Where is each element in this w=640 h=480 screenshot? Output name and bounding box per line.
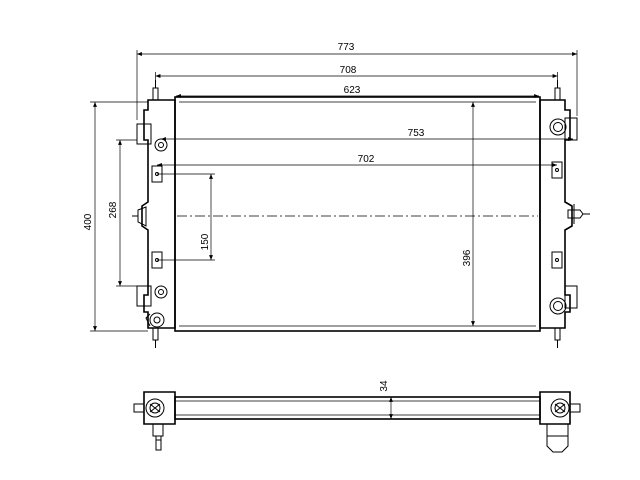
- dim-34: 34: [379, 380, 390, 392]
- dim-396: 396: [462, 249, 473, 266]
- front-view: [132, 80, 590, 348]
- left-tank-end: [143, 391, 176, 425]
- right-lower-bracket: [564, 285, 578, 309]
- left-lower-mount: [154, 285, 168, 299]
- dimension-labels: 773 708 623 753 702 400 268 150 396 34: [83, 42, 473, 392]
- right-tank-end: [539, 391, 571, 425]
- right-upper-port: [549, 118, 567, 136]
- right-filler-neck: [567, 209, 584, 219]
- right-upper-bracket: [564, 117, 578, 141]
- left-upper-bracket: [136, 123, 152, 145]
- dim-150: 150: [200, 233, 211, 250]
- dimension-lines: [90, 50, 578, 332]
- dim-268: 268: [108, 201, 119, 218]
- dim-702: 702: [358, 154, 375, 165]
- right-tank: [539, 99, 573, 329]
- dim-708: 708: [340, 65, 357, 76]
- left-outlet: [149, 312, 165, 328]
- dim-623: 623: [344, 85, 361, 96]
- radiator-core: [174, 96, 541, 332]
- left-upper-mount: [154, 138, 168, 152]
- core-depth-view: [174, 396, 541, 420]
- right-end-port: [550, 398, 570, 418]
- bottom-view: [133, 391, 581, 453]
- right-lower-port: [549, 297, 567, 315]
- left-tank: [141, 99, 176, 329]
- dim-753: 753: [408, 128, 425, 139]
- dim-400: 400: [83, 213, 94, 230]
- left-lower-bracket: [136, 285, 152, 307]
- dim-773: 773: [338, 42, 355, 53]
- left-end-port: [145, 398, 165, 418]
